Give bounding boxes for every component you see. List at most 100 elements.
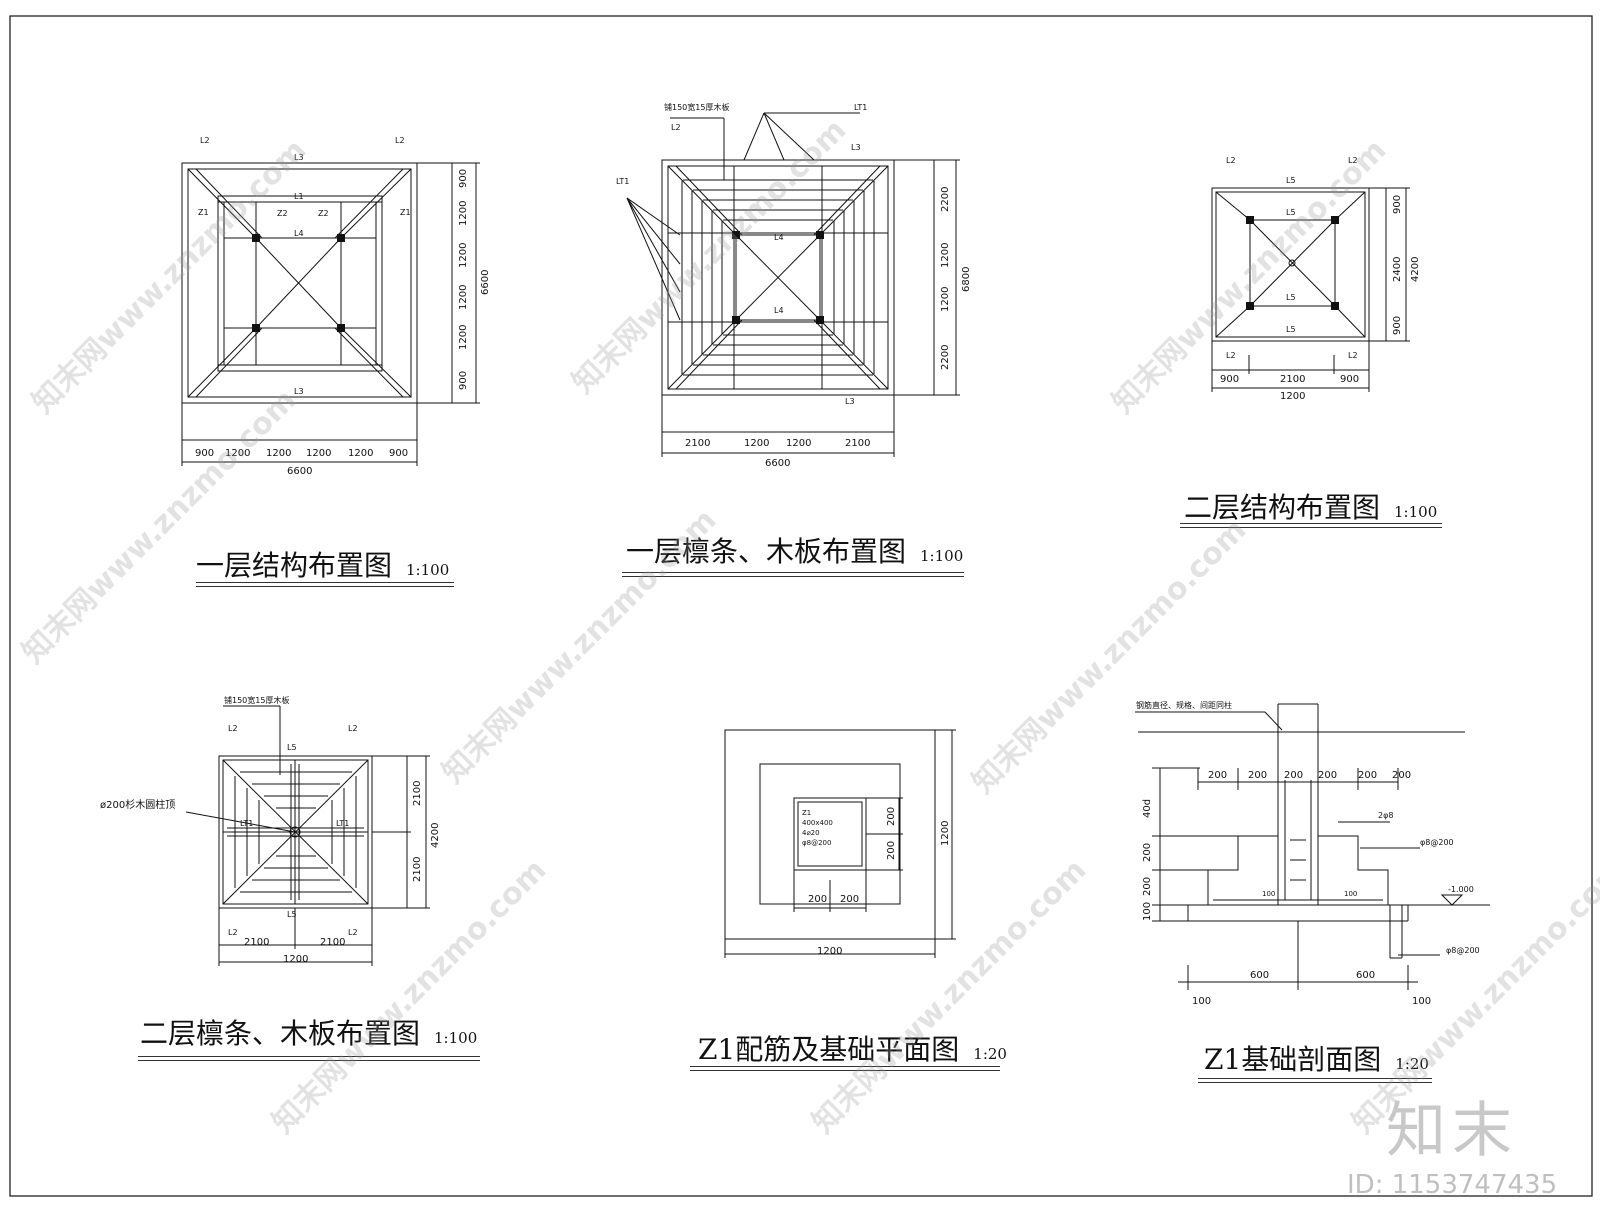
- title-plan3-text: 二层结构布置图: [1184, 491, 1381, 524]
- title-plan6-scale: 1:20: [1395, 1055, 1429, 1073]
- plan4-label-l5b: L5: [287, 910, 297, 919]
- plan1-label-z1: Z1: [198, 208, 209, 217]
- plan4-label-lt1b: LT1: [336, 819, 349, 828]
- plan5-col-size: 400x400: [802, 819, 833, 827]
- plan4-label-l2b: L2: [348, 724, 358, 733]
- plan1-dim-r5: 1200: [458, 325, 469, 350]
- plan6-drawing: [1135, 703, 1490, 990]
- title-plan6-underline2: [1198, 1082, 1432, 1083]
- plan6-dim-b1: 600: [1250, 970, 1269, 981]
- plan1-label-l1: L1: [294, 192, 304, 201]
- plan3-label-l2b: L2: [1348, 156, 1358, 165]
- plan4-note-left: ø200杉木圆柱顶: [100, 798, 175, 811]
- plan1-label-l3: L3: [294, 153, 304, 162]
- plan5-dim-outer-b: 1200: [817, 946, 842, 957]
- plan2-dim-b2: 1200: [744, 438, 769, 449]
- title-plan3-scale: 1:100: [1394, 503, 1438, 521]
- plan1-dim-b5: 1200: [348, 448, 373, 459]
- plan1-label-z1b: Z1: [400, 208, 411, 217]
- plan2-dim-r4: 2200: [940, 345, 951, 370]
- plan5-dim-outer-r: 1200: [940, 821, 951, 846]
- title-plan4-text: 二层檩条、木板布置图: [140, 1017, 421, 1050]
- plan1-dim-rtotal: 6600: [480, 270, 491, 295]
- title-plan6-text: Z1基础剖面图: [1204, 1043, 1382, 1076]
- plan1-label-z2: Z2: [277, 209, 288, 218]
- plan3-dim-r3: 900: [1392, 316, 1403, 335]
- plan6-dim-b2: 600: [1356, 970, 1375, 981]
- title-plan6: Z1基础剖面图 1:20: [1204, 1038, 1429, 1078]
- plan3-label-l2c: L2: [1226, 351, 1236, 360]
- plan1-dim-r4: 1200: [458, 285, 469, 310]
- plan3-label-l2d: L2: [1348, 351, 1358, 360]
- plan4-label-lt1: LT1: [240, 819, 253, 828]
- plan3-label-l2: L2: [1226, 156, 1236, 165]
- plan6-bar2: φ8@200: [1420, 838, 1454, 847]
- title-plan1-text: 一层结构布置图: [196, 549, 393, 582]
- plan1-dim-b2: 1200: [225, 448, 250, 459]
- plan2-dim-total: 6600: [765, 458, 790, 469]
- plan6-dim-t5: 200: [1358, 770, 1377, 781]
- plan1-dim-b3: 1200: [266, 448, 291, 459]
- title-plan1: 一层结构布置图 1:100: [196, 544, 449, 584]
- title-plan5-underline2: [690, 1070, 1000, 1071]
- title-plan4: 二层檩条、木板布置图 1:100: [140, 1012, 477, 1052]
- plan5-dim-r2: 200: [886, 841, 897, 860]
- plan1-dim-total: 6600: [287, 466, 312, 477]
- plan2-label-l4: L4: [774, 233, 784, 242]
- plan4-label-l2: L2: [228, 724, 238, 733]
- plan5-dim-r1: 200: [886, 807, 897, 826]
- plan3-dim-rtotal: 4200: [1410, 257, 1421, 282]
- plan5-drawing: [724, 729, 956, 958]
- plan3-dim-r1: 900: [1392, 195, 1403, 214]
- plan4-dim-r2: 2100: [412, 857, 423, 882]
- title-plan4-underline2: [138, 1060, 480, 1061]
- plan6-level: -1.000: [1448, 885, 1474, 894]
- plan4-dim-rtotal: 4200: [430, 823, 441, 848]
- plan1-drawing: [181, 162, 480, 466]
- plan6-bar1: 2φ8: [1378, 811, 1393, 820]
- plan2-label-lt1b: LT1: [616, 177, 629, 186]
- plan6-small1: 100: [1262, 890, 1275, 898]
- plan2-dim-b1: 2100: [685, 438, 710, 449]
- plan1-label-z2b: Z2: [318, 209, 329, 218]
- title-plan5-scale: 1:20: [973, 1045, 1007, 1063]
- plan1-label-l4: L4: [294, 229, 304, 238]
- title-plan5-text: Z1配筋及基础平面图: [698, 1033, 960, 1066]
- plan5-dim-b2: 200: [840, 894, 859, 905]
- plan4-dim-b1: 2100: [244, 937, 269, 948]
- plan2-label-l3: L3: [851, 143, 861, 152]
- title-plan5: Z1配筋及基础平面图 1:20: [698, 1028, 1007, 1068]
- plan2-label-l4b: L4: [774, 306, 784, 315]
- title-plan5-underline: [690, 1066, 1000, 1067]
- plan6-dim-t6: 200: [1392, 770, 1411, 781]
- plan4-dim-r1: 2100: [412, 781, 423, 806]
- plan6-edge-left: 100: [1192, 996, 1211, 1007]
- plan1-dim-b1: 900: [195, 448, 214, 459]
- plan1-dim-b6: 900: [389, 448, 408, 459]
- plan3-dim-total: 1200: [1280, 391, 1305, 402]
- title-plan2-scale: 1:100: [920, 547, 964, 565]
- plan5-dim-b1: 200: [808, 894, 827, 905]
- plan3-dim-b3: 900: [1340, 374, 1359, 385]
- plan3-label-l5c: L5: [1286, 293, 1296, 302]
- plan3-dim-b2: 2100: [1280, 374, 1305, 385]
- plan6-dim-l2: 200: [1142, 843, 1153, 862]
- plan1-dim-r2: 1200: [458, 201, 469, 226]
- plan6-note: 钢筋直径、规格、间距同柱: [1136, 700, 1232, 710]
- plan1-label-l3b: L3: [294, 387, 304, 396]
- title-plan1-scale: 1:100: [406, 561, 450, 579]
- plan3-label-l5b: L5: [1286, 208, 1296, 217]
- brand-logo: 知末: [1386, 1096, 1518, 1166]
- title-plan4-scale: 1:100: [434, 1029, 478, 1047]
- plan2-dim-b4: 2100: [845, 438, 870, 449]
- image-id-label: ID: 1153747435: [1347, 1170, 1558, 1200]
- plan3-label-l5d: L5: [1286, 325, 1296, 334]
- plan1-dim-r3: 1200: [458, 243, 469, 268]
- plan2-columns: [732, 231, 824, 324]
- plan4-dim-b2: 2100: [320, 937, 345, 948]
- plan1-label-l2: L2: [200, 136, 210, 145]
- plan3-dim-r2: 2400: [1392, 257, 1403, 282]
- plan4-note-top: 铺150宽15厚木板: [224, 695, 289, 705]
- title-plan1-underline2: [196, 586, 454, 587]
